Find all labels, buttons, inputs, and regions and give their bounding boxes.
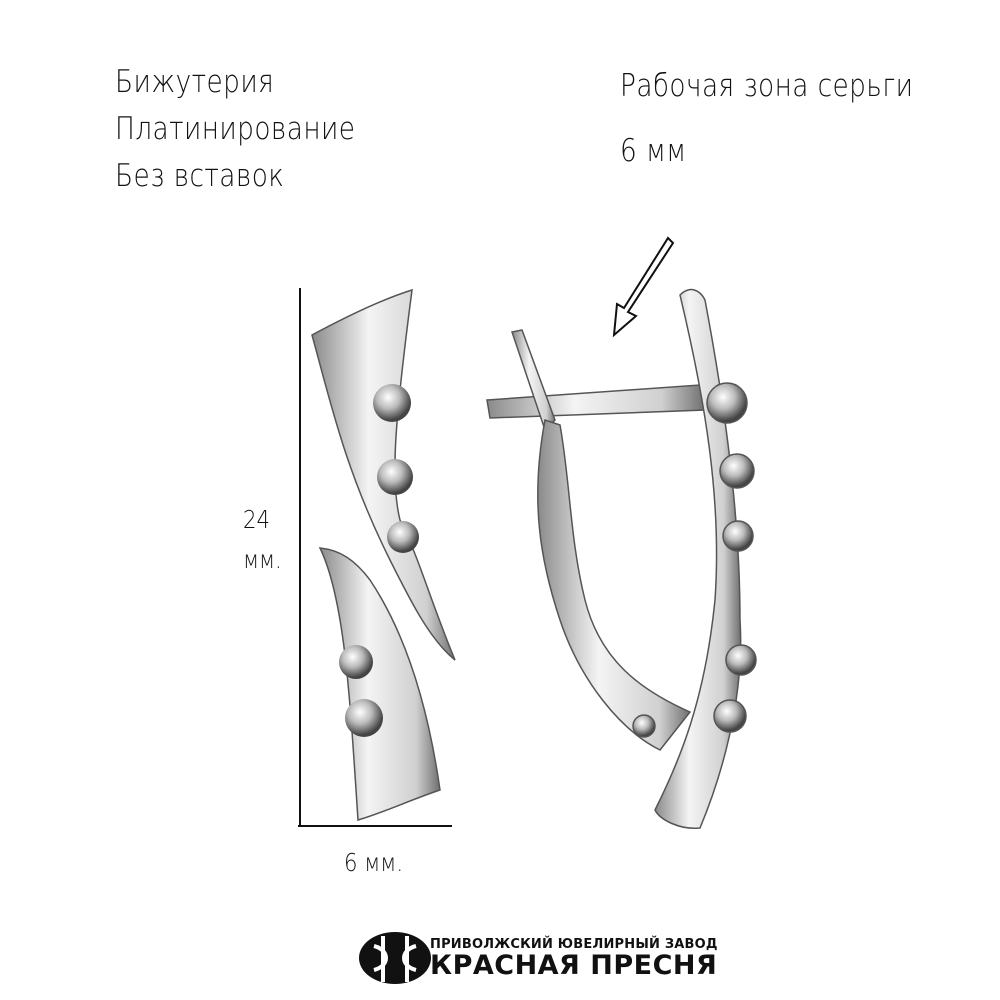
earring-side <box>486 288 757 829</box>
feature-type: Бижутерия <box>115 64 275 100</box>
feature-inserts: Без вставок <box>115 158 285 194</box>
height-value: 24 <box>243 505 271 534</box>
earring-front <box>311 288 456 821</box>
brand-subtitle: ПРИВОЛЖСКИЙ ЮВЕЛИРНЫЙ ЗАВОД <box>430 937 718 952</box>
brand-logo-icon <box>359 932 431 984</box>
width-dimension: 6 мм. <box>344 848 404 877</box>
brand-name: КРАСНАЯ ПРЕСНЯ <box>430 950 718 981</box>
working-zone-value: 6 мм <box>620 133 687 169</box>
arrow-icon <box>612 236 675 338</box>
working-zone-label: Рабочая зона серьги <box>620 68 914 104</box>
feature-plating: Платинирование <box>115 111 356 147</box>
height-unit: мм. <box>243 545 282 574</box>
